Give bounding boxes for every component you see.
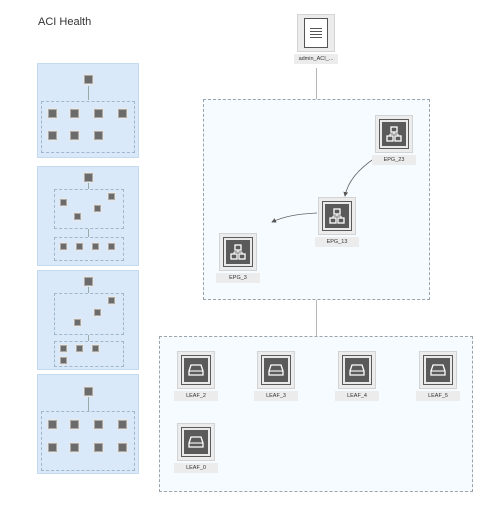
leaf-node[interactable]: LEAF_3 (246, 351, 306, 401)
tenant-node[interactable]: admin_ACI_... (286, 14, 346, 64)
node-label: EPG_3 (216, 273, 260, 283)
thumb-node (84, 75, 93, 84)
thumbnail-view-2[interactable] (37, 166, 139, 266)
network-icon (318, 197, 356, 235)
leaf-node[interactable]: LEAF_5 (408, 351, 468, 401)
switch-icon (338, 351, 376, 389)
thumbnail-view-4[interactable] (37, 374, 139, 474)
switch-icon (177, 423, 215, 461)
switch-icon (419, 351, 457, 389)
epg-node[interactable]: EPG_3 (208, 233, 268, 283)
network-icon (219, 233, 257, 271)
epg-node[interactable]: EPG_23 (364, 115, 424, 165)
document-icon (297, 14, 335, 52)
leaf-node[interactable]: LEAF_4 (327, 351, 387, 401)
switch-icon (257, 351, 295, 389)
leaf-node[interactable]: LEAF_0 (166, 423, 226, 473)
thumbnail-view-3[interactable] (37, 270, 139, 370)
page-title: ACI Health (38, 16, 92, 28)
node-label: EPG_23 (372, 155, 416, 165)
node-label: admin_ACI_... (294, 54, 338, 64)
connector-line (316, 300, 317, 336)
node-label: LEAF_4 (335, 391, 379, 401)
thumbnail-view-1[interactable] (37, 63, 139, 158)
epg-node[interactable]: EPG_13 (307, 197, 367, 247)
connector-line (316, 68, 317, 99)
switch-icon (177, 351, 215, 389)
node-label: LEAF_5 (416, 391, 460, 401)
node-label: LEAF_3 (254, 391, 298, 401)
node-label: EPG_13 (315, 237, 359, 247)
node-label: LEAF_0 (174, 463, 218, 473)
node-label: LEAF_2 (174, 391, 218, 401)
network-icon (375, 115, 413, 153)
leaf-node[interactable]: LEAF_2 (166, 351, 226, 401)
